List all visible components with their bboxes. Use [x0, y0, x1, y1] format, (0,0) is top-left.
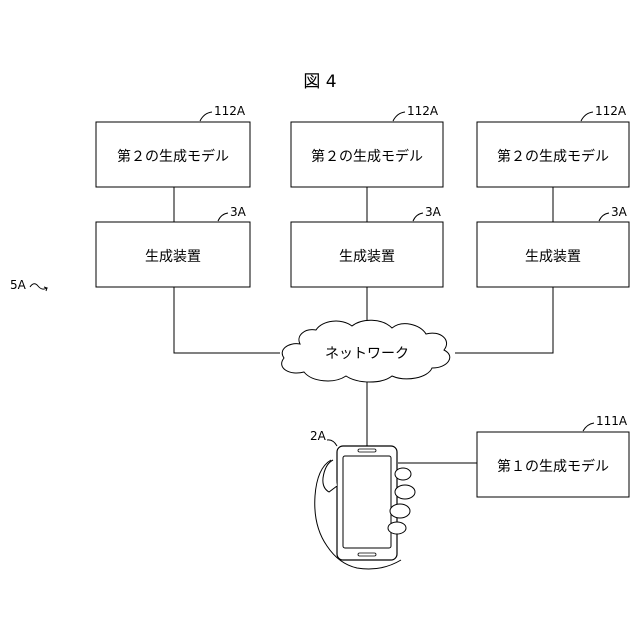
ref-leader: [393, 112, 405, 121]
generation-device-label: 生成装置: [145, 249, 201, 265]
ref-leader: [200, 112, 212, 121]
figure-title: 図 4: [303, 72, 336, 92]
ref-leader: [327, 440, 337, 446]
terminal-device: 2A: [310, 429, 415, 569]
second-model-label: 第２の生成モデル: [497, 148, 609, 165]
ref-leader: [581, 112, 593, 121]
device-network-link-1: [174, 287, 280, 353]
network-label: ネットワーク: [325, 346, 409, 362]
second-model-label: 第２の生成モデル: [117, 148, 229, 165]
generation-device-label: 生成装置: [339, 249, 395, 265]
generation-device-ref: 3A: [230, 205, 247, 219]
ref-leader: [599, 213, 609, 221]
phone-screen: [343, 456, 391, 548]
generation-device-ref: 3A: [611, 205, 628, 219]
ref-leader: [413, 213, 423, 221]
second-model-ref: 112A: [595, 104, 627, 118]
phone-home-button: [358, 553, 376, 556]
ref-leader: [218, 213, 228, 221]
first-model-label: 第１の生成モデル: [497, 458, 609, 475]
generation-device-1: 生成装置 3A: [96, 205, 250, 287]
finger-3: [390, 504, 410, 518]
system-reference: 5A: [10, 278, 47, 292]
terminal-ref: 2A: [310, 429, 327, 443]
first-model: 第１の生成モデル 111A: [477, 414, 629, 497]
ref-leader: [583, 423, 594, 431]
second-model-1: 第２の生成モデル 112A: [96, 104, 250, 187]
network-cloud: ネットワーク: [282, 320, 450, 382]
finger-2: [395, 485, 415, 499]
device-network-link-3: [455, 287, 553, 353]
phone-speaker: [358, 449, 376, 452]
first-model-ref: 111A: [596, 414, 628, 428]
second-model-3: 第２の生成モデル 112A: [477, 104, 629, 187]
second-model-label: 第２の生成モデル: [311, 148, 423, 165]
finger-1: [395, 468, 411, 480]
system-ref-label: 5A: [10, 278, 27, 292]
generation-device-label: 生成装置: [525, 249, 581, 265]
generation-device-ref: 3A: [425, 205, 442, 219]
second-model-ref: 112A: [214, 104, 246, 118]
system-ref-squiggle: [30, 284, 47, 291]
second-model-ref: 112A: [407, 104, 439, 118]
second-model-2: 第２の生成モデル 112A: [291, 104, 443, 187]
finger-4: [388, 522, 406, 534]
